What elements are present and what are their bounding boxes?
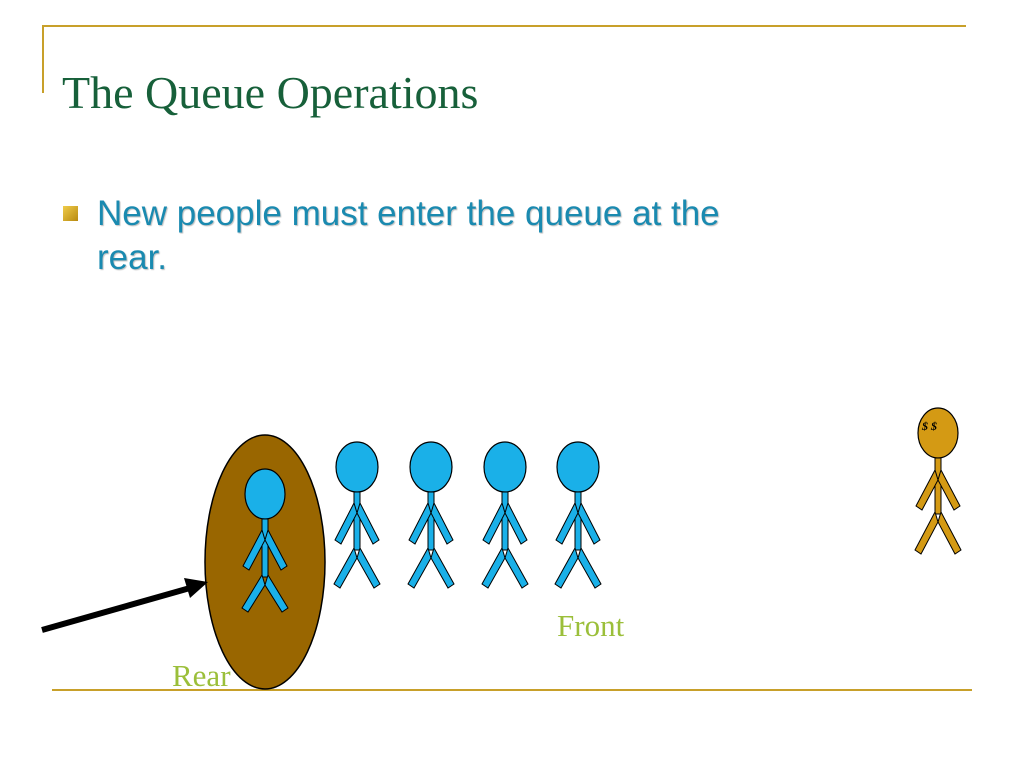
front-label: Front bbox=[557, 608, 625, 643]
person-front bbox=[554, 441, 602, 589]
person-2 bbox=[333, 441, 381, 589]
person-rear bbox=[241, 468, 289, 613]
slide-title: The Queue Operations bbox=[62, 67, 479, 118]
customer-dollar-eyes: $ $ bbox=[921, 419, 937, 433]
served-customer: $ $ bbox=[914, 407, 962, 555]
bullet-square-icon bbox=[63, 206, 78, 221]
person-3 bbox=[407, 441, 455, 589]
bullet-text: New people must enter the queue at the r… bbox=[97, 194, 720, 277]
person-4 bbox=[481, 441, 529, 589]
frame-left-line bbox=[42, 25, 44, 93]
rear-label: Rear bbox=[172, 658, 231, 693]
frame-bottom-line bbox=[52, 689, 972, 691]
entry-arrow bbox=[41, 578, 208, 633]
frame-top-line bbox=[42, 25, 966, 27]
